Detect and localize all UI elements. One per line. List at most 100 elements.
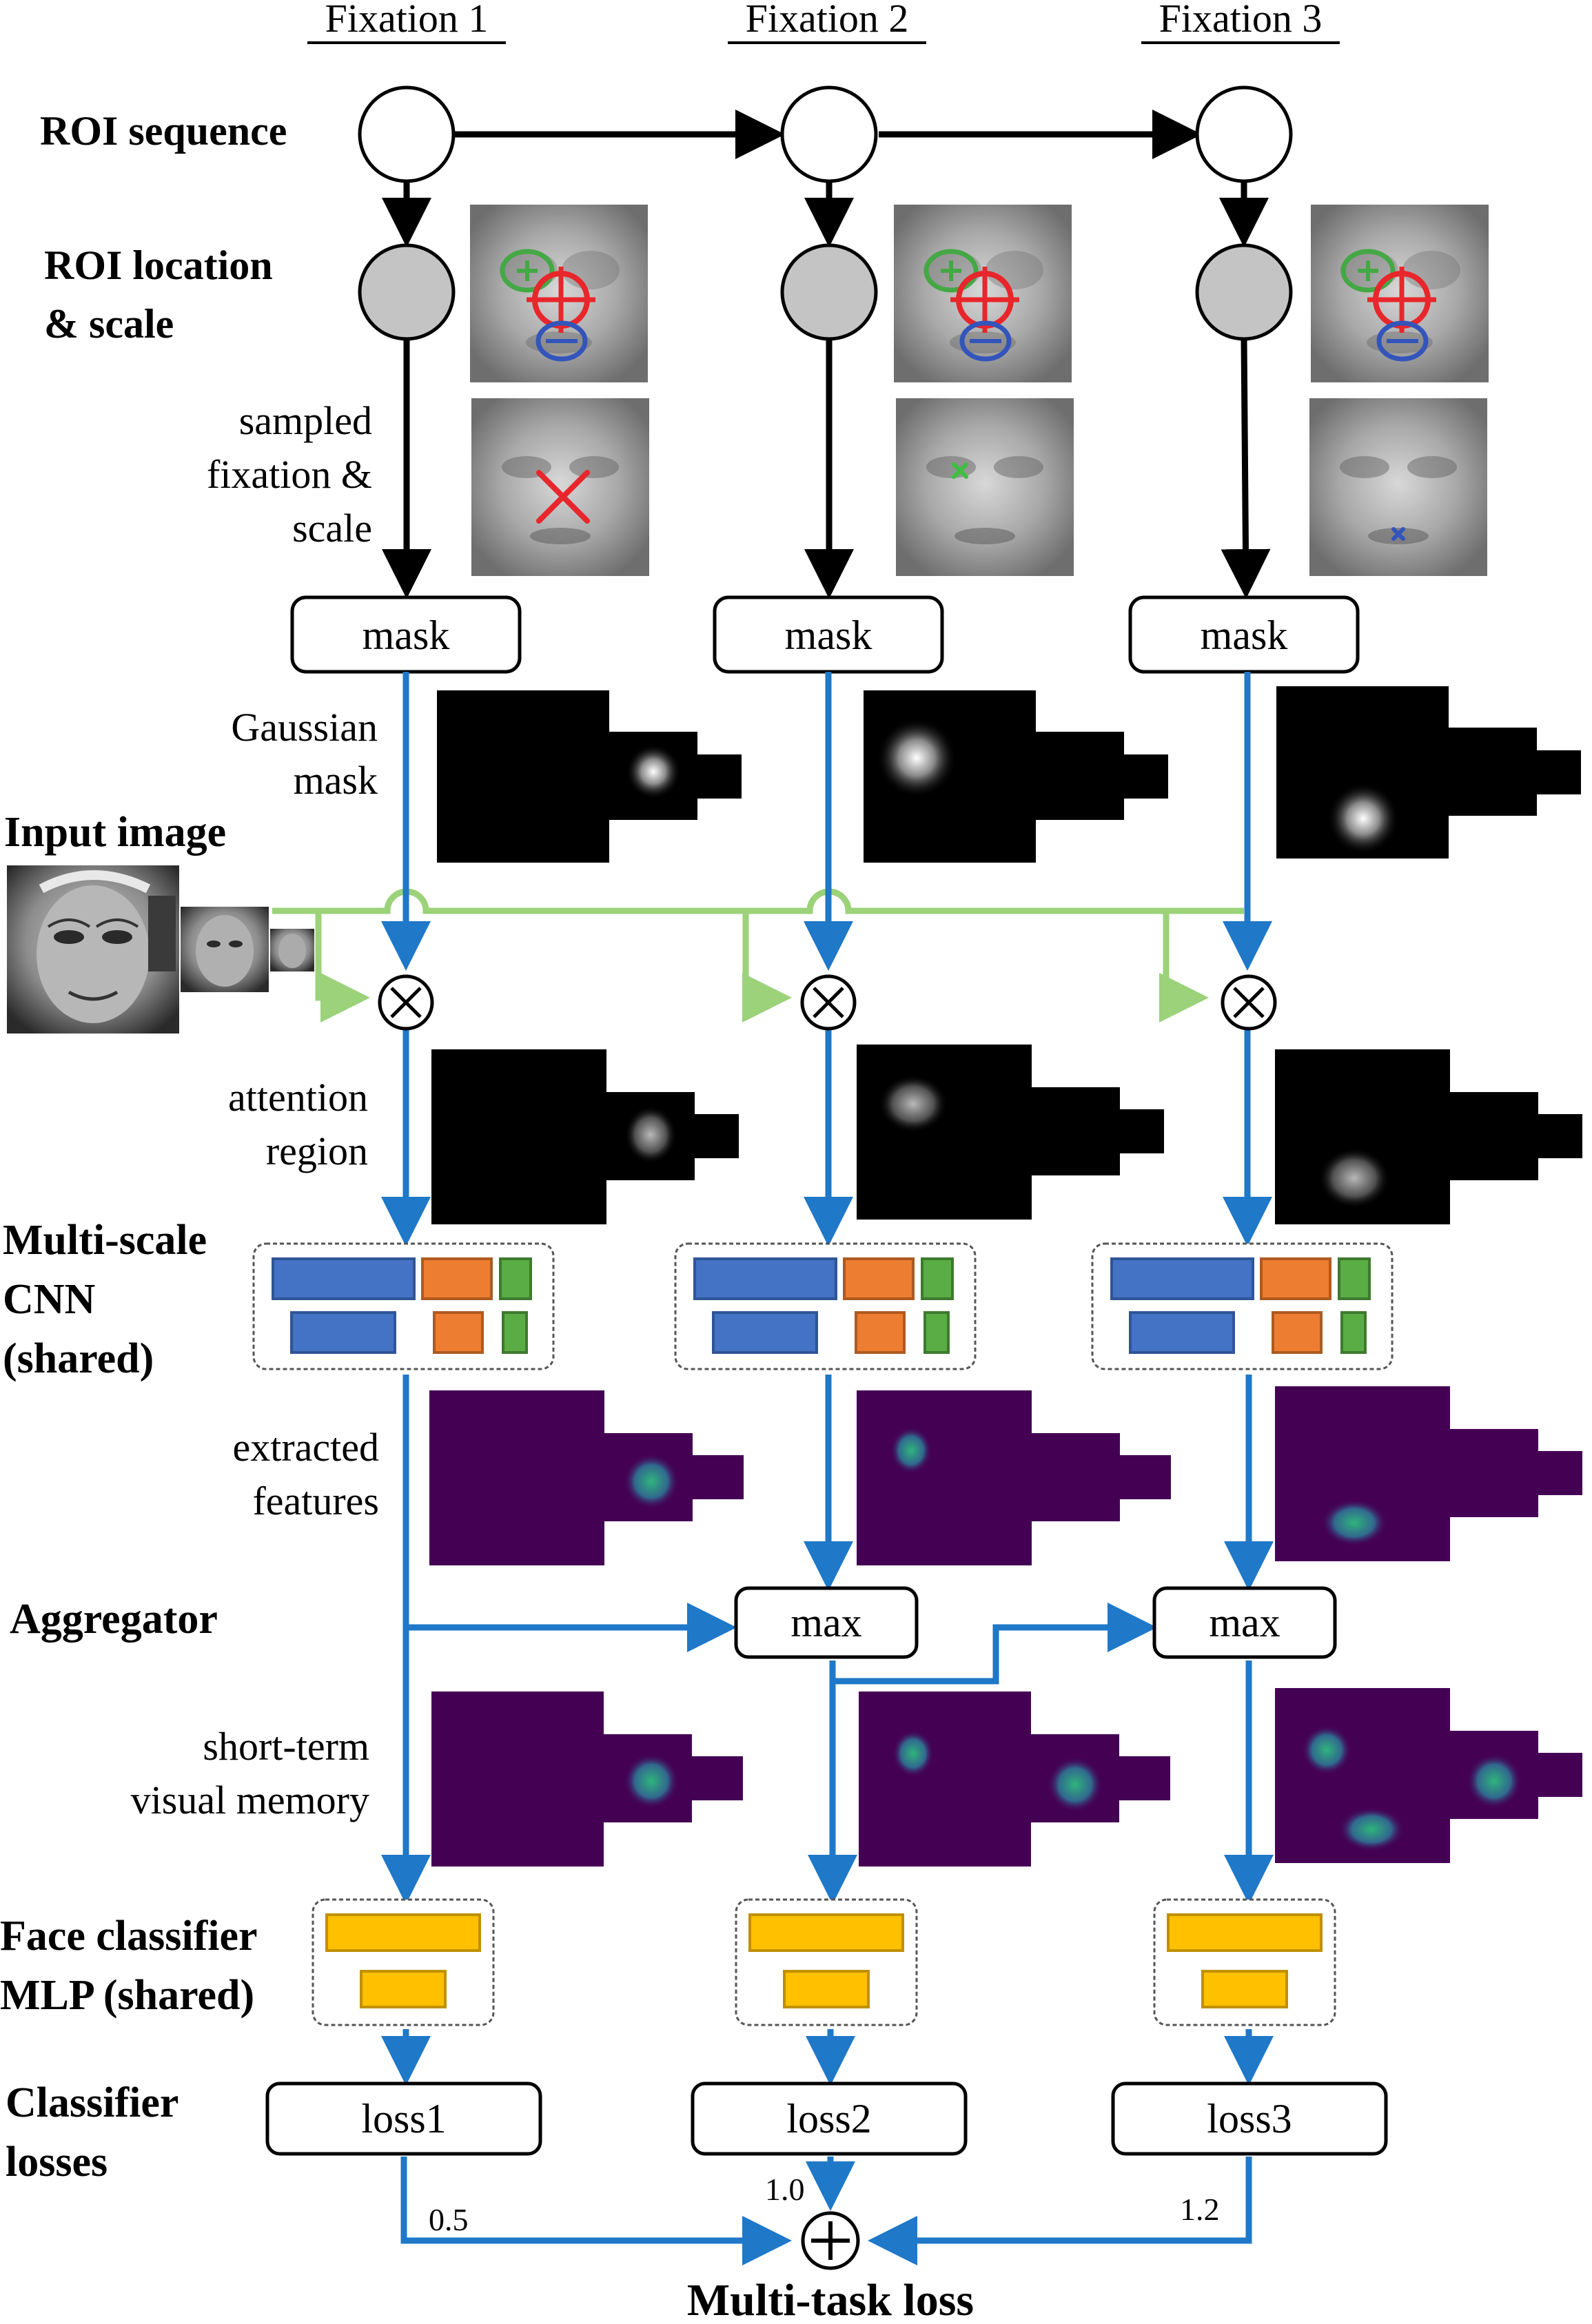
label-roi-location-1: ROI location (44, 243, 273, 288)
input-image-connections (272, 888, 1244, 1022)
label-losses-1: Classifier (6, 2079, 178, 2126)
roi-location-node-1 (358, 243, 456, 341)
roi-location-node-2 (780, 243, 878, 341)
max-label-3: max (1209, 1600, 1280, 1645)
roi-location-node-3 (1195, 243, 1293, 341)
extracted-feature-images (429, 1386, 1582, 1565)
mask-label-1: mask (363, 613, 450, 658)
fixation-marker-icon-1 (536, 470, 590, 524)
sampled-face-2 (896, 398, 1074, 576)
loss-weight-1: 0.5 (429, 2202, 469, 2237)
sum-icon (801, 2211, 860, 2270)
input-photo-medium (181, 907, 269, 992)
label-cnn-3: (shared) (3, 1335, 154, 1382)
aggregator-row: max max (734, 1586, 1337, 1659)
memory-pyramid-1 (431, 1691, 743, 1867)
attention-pyramid-1 (431, 1049, 739, 1224)
mask-label-2: mask (785, 613, 872, 658)
mlp-blocks (312, 1898, 1336, 2026)
roi-state-node-1 (358, 85, 456, 183)
sampled-face-1 (471, 398, 649, 576)
label-roi-location-2: & scale (44, 301, 174, 347)
gmm-green-component-icon (500, 249, 555, 293)
attention-pyramid-2 (857, 1045, 1164, 1220)
header-fixation-1: Fixation 1 (325, 0, 489, 41)
input-photo-small (270, 929, 314, 971)
roi-location-row (358, 181, 1293, 599)
cnn-block-3 (1091, 1242, 1394, 1370)
loss-box-3 (1111, 2081, 1388, 2156)
attention-pyramid-3 (1275, 1049, 1582, 1224)
feature-pyramid-1 (429, 1390, 744, 1565)
label-sampled-2: fixation & (207, 452, 372, 497)
label-memory-1: short-term (203, 1724, 369, 1769)
multiply-nodes (378, 974, 1277, 1031)
label-aggregator: Aggregator (10, 1596, 218, 1643)
feature-pyramid-3 (1275, 1386, 1582, 1561)
label-sampled-1: sampled (239, 398, 372, 443)
gaussian-pyramid-1 (437, 690, 742, 863)
cnn-blocks (252, 1242, 1394, 1370)
memory-pyramid-2 (859, 1691, 1170, 1867)
loss-label-3: loss3 (1207, 2096, 1292, 2141)
label-cnn-2: CNN (3, 1276, 95, 1323)
loss-weights: 0.5 1.0 1.2 (429, 2172, 1220, 2237)
mlp-block-2 (735, 1898, 918, 2026)
input-image-pyramid (7, 865, 314, 1034)
feature-pyramid-2 (857, 1390, 1171, 1565)
header-fixation-2: Fixation 2 (746, 0, 909, 41)
multiply-icon-2 (800, 974, 857, 1031)
label-gaussian-1: Gaussian (231, 705, 378, 750)
loss-box-2 (691, 2081, 968, 2156)
label-losses-2: losses (6, 2139, 108, 2186)
label-memory-2: visual memory (131, 1778, 369, 1822)
gmm-face-2 (894, 205, 1072, 382)
roi-sequence-row (358, 85, 1293, 183)
blue-flow-lines (381, 672, 1274, 2265)
mlp-block-1 (312, 1898, 495, 2026)
roi-state-node-3 (1195, 85, 1293, 183)
fixation-marker-icon-2 (952, 462, 968, 479)
gmm-face-images (470, 205, 1489, 382)
gaussian-pyramid-3 (1276, 686, 1581, 858)
roi-state-node-2 (780, 85, 878, 183)
loss-label-1: loss1 (361, 2096, 446, 2141)
gmm-face-1 (470, 205, 648, 382)
attention-region-images (431, 1045, 1582, 1224)
loss-row: loss1 loss2 loss3 (265, 2081, 1388, 2156)
label-sampled-3: scale (292, 506, 372, 551)
gaussian-pyramid-2 (864, 690, 1168, 863)
memory-pyramid-3 (1275, 1688, 1582, 1863)
label-attention-1: attention (228, 1075, 368, 1120)
label-input-image: Input image (4, 809, 226, 856)
label-classifier-2: MLP (shared) (0, 1972, 254, 2019)
sampled-fixation-images (471, 398, 1487, 576)
input-photo-large (7, 865, 179, 1034)
label-multitask-loss: Multi-task loss (687, 2275, 974, 2324)
header-fixation-3: Fixation 3 (1159, 0, 1323, 41)
cnn-block-1 (252, 1242, 555, 1370)
label-attention-2: region (266, 1129, 368, 1173)
sampled-face-3 (1309, 398, 1487, 576)
mask-row: mask mask mask (290, 595, 1360, 674)
gmm-face-3 (1311, 205, 1489, 382)
mlp-block-3 (1153, 1898, 1336, 2026)
fixation-marker-icon-3 (1391, 527, 1405, 541)
mask-label-3: mask (1201, 613, 1288, 658)
gaussian-mask-images (437, 686, 1581, 863)
label-roi-sequence: ROI sequence (40, 108, 287, 154)
gmm-blue-component-icon (535, 320, 588, 362)
visual-memory-images (431, 1688, 1582, 1867)
row-labels: ROI sequence ROI location & scale sample… (0, 108, 974, 2324)
loss-box-1 (265, 2081, 542, 2156)
loss-weight-3: 1.2 (1180, 2192, 1220, 2227)
max-label-2: max (790, 1600, 861, 1645)
label-features-2: features (252, 1479, 379, 1523)
multiply-icon-1 (378, 974, 434, 1031)
loss-weight-2: 1.0 (765, 2172, 805, 2207)
label-classifier-1: Face classifier (0, 1913, 258, 1960)
label-cnn-1: Multi-scale (3, 1217, 207, 1264)
label-features-1: extracted (232, 1425, 379, 1470)
loss-label-2: loss2 (786, 2096, 871, 2141)
